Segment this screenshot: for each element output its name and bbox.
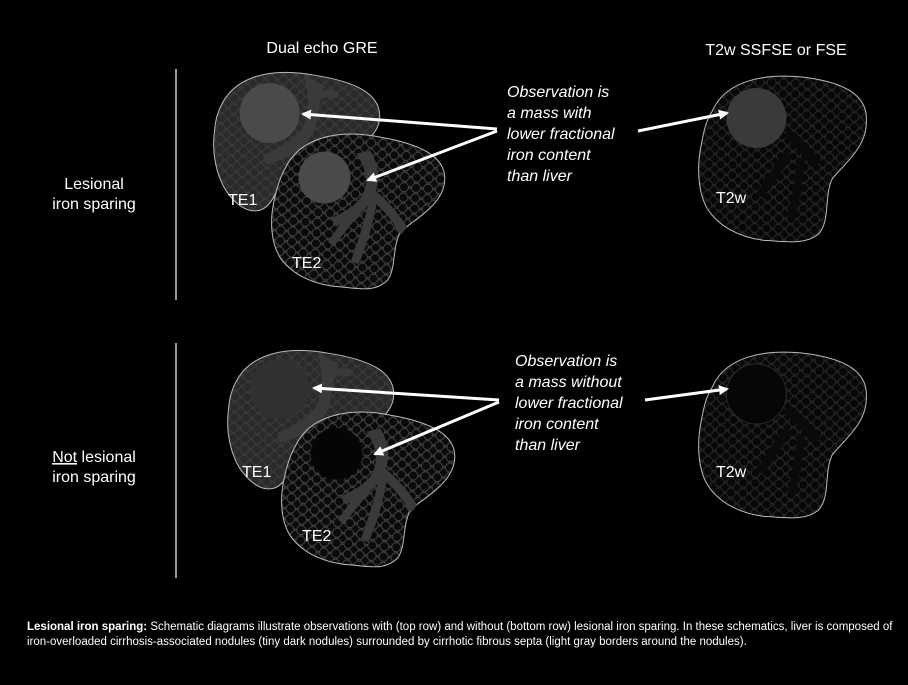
row2-label-not: Not [52,449,77,466]
row2-te2-lesion [310,427,363,480]
dual-echo-gre-header: Dual echo GRE [266,40,377,57]
row2-arrow-to-te1 [312,383,500,402]
row1-label-line1: Lesional [64,176,124,193]
row1-t2w-lesion [726,87,787,148]
row2-obs-line-4: iron content [515,416,599,433]
row2-obs-line-2: a mass without [515,374,622,391]
row1-te1-label: TE1 [228,192,257,209]
row1-obs-line-1: Observation is [507,84,609,101]
row2-observation: Observation is a mass without lower frac… [515,353,623,454]
row1-te1-lesion [239,83,300,144]
row2-te1-lesion [249,358,310,419]
caption-text: Schematic diagrams illustrate observatio… [27,621,893,648]
row1-te1-liver [213,71,381,212]
row1-gre-group: TE1 TE2 [213,71,446,290]
row2-te2-label: TE2 [302,528,331,545]
row1-arrow-to-te1 [301,109,498,131]
row2-t2w-liver [698,351,867,519]
row1-te2-label: TE2 [292,255,321,272]
row2-obs-line-3: lower fractional [515,395,623,412]
row2-obs-line-1: Observation is [515,353,617,370]
row2-obs-line-5: than liver [515,437,581,454]
row2-label-line1: Not lesional [52,449,136,466]
row1-te2-lesion [298,151,351,204]
row2-label-suffix: lesional [77,449,136,466]
row1-observation: Observation is a mass with lower fractio… [507,84,615,185]
row1-t2w-label: T2w [716,190,747,207]
row1-obs-line-4: iron content [507,147,591,164]
row2-label-line2: iron sparing [52,469,136,486]
row2-te2-liver [281,411,456,568]
row1-arrow-to-te2 [366,129,498,182]
caption-title: Lesional iron sparing: [27,621,148,633]
row1-obs-line-2: a mass with [507,105,592,122]
row2-arrow-to-te2 [373,400,500,456]
t2w-header: T2w SSFSE or FSE [705,42,846,59]
row2-gre-group: TE1 TE2 [227,349,456,568]
figure-caption: Lesional iron sparing: Schematic diagram… [27,620,899,650]
row1-obs-line-3: lower fractional [507,126,615,143]
row2-te1-liver [227,349,395,490]
row1-t2w-liver [698,75,867,243]
row2-t2w-label: T2w [716,464,747,481]
row1-obs-line-5: than liver [507,168,573,185]
row2-te1-label: TE1 [242,464,271,481]
row1-arrow-to-t2w [637,109,729,133]
row2-arrow-to-t2w [644,385,729,402]
row1-label-line2: iron sparing [52,196,136,213]
row1-te2-liver [271,133,446,290]
